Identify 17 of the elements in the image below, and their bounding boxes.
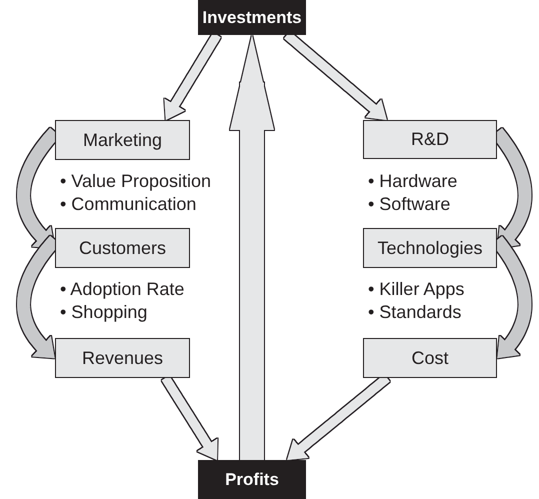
bullet-item: • Communication xyxy=(60,193,198,216)
process-box: Technologies xyxy=(363,228,497,268)
bullet-item: • Software xyxy=(368,193,452,216)
bullet-item: • Adoption Rate xyxy=(60,278,184,301)
dark-box: Investments xyxy=(198,0,306,35)
process-box: Cost xyxy=(363,338,497,378)
process-box: Customers xyxy=(55,228,190,268)
process-box: R&D xyxy=(363,120,497,159)
bullet-item: • Shopping xyxy=(60,301,148,324)
block-arrow xyxy=(230,35,274,463)
bullet-item: • Standards xyxy=(368,301,462,324)
dark-box: Profits xyxy=(198,460,306,499)
bullet-item: • Killer Apps xyxy=(368,278,464,301)
bullet-item: • Value Proposition xyxy=(60,170,212,193)
process-box: Marketing xyxy=(55,120,190,160)
process-box: Revenues xyxy=(55,338,190,378)
bullet-item: • Hardware xyxy=(368,170,458,193)
